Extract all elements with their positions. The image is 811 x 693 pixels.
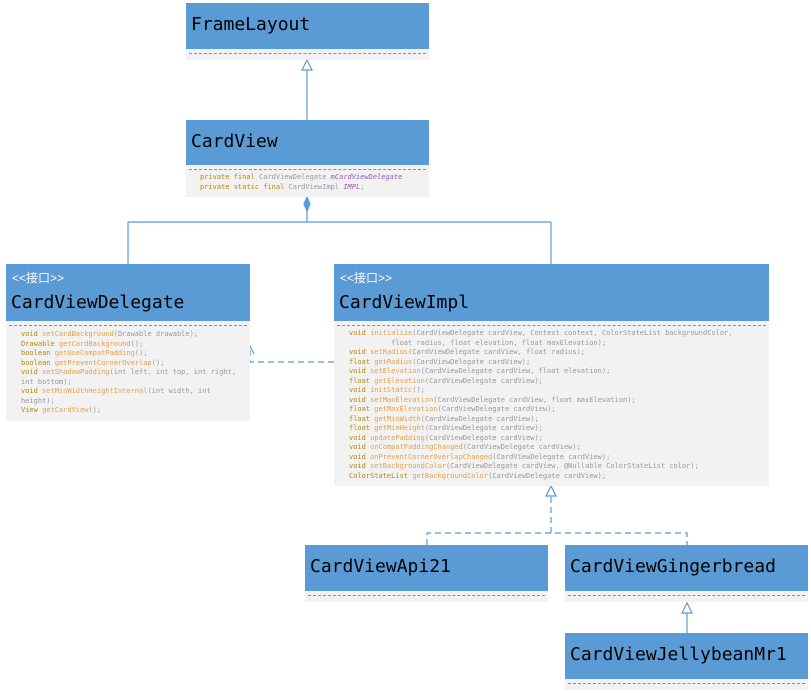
class-name: CardViewGingerbread (570, 556, 776, 577)
method-list: void setCardBackground(Drawable drawable… (21, 330, 246, 416)
method-row: void initStatic(); (349, 386, 425, 394)
class-name: CardViewDelegate (11, 292, 185, 313)
method-row: void setMinWidthHeightInternal(int width… (21, 387, 211, 395)
method-row: boolean getPreventCornerOverlap(); (21, 358, 165, 367)
inheritance-arrowhead-icon-2 (681, 601, 693, 614)
edge-api21-realizes-impl (426, 532, 688, 545)
method-row: void onPreventCornerOverlapChanged(CardV… (349, 452, 611, 461)
edge-impl-depends-delegate (249, 346, 334, 363)
method-row: void setBackgroundColor(CardViewDelegate… (349, 462, 699, 470)
method-row: void setCardBackground(Drawable drawable… (21, 330, 199, 338)
class-name: CardView (191, 131, 278, 152)
class-cardviewgingerbread[interactable]: CardViewGingerbread (565, 545, 808, 602)
method-row: boolean getUseCompatPadding(); (21, 349, 148, 357)
method-row: View getCardView(); (21, 406, 102, 414)
class-name: FrameLayout (191, 14, 311, 35)
inheritance-arrowhead-icon (301, 58, 313, 71)
stereotype-label: <<接口>> (12, 271, 65, 285)
field-list: private final CardViewDelegate mCardView… (200, 173, 425, 192)
method-row: void initialize(CardViewDelegate cardVie… (349, 329, 733, 337)
method-row: void setRadius(CardViewDelegate cardView… (349, 348, 586, 356)
method-list: void initialize(CardViewDelegate cardVie… (349, 329, 765, 481)
field-row: private final CardViewDelegate mCardView… (200, 173, 403, 181)
realization-arrowhead-icon (545, 484, 557, 497)
field-row: private static final CardViewImpl IMPL; (200, 182, 365, 191)
class-cardviewapi21[interactable]: CardViewApi21 (305, 545, 548, 602)
method-row: void onCompatPaddingChanged(CardViewDele… (349, 443, 581, 451)
method-row: float getMaxElevation(CardViewDelegate c… (349, 405, 556, 413)
method-row: float getRadius(CardViewDelegate cardVie… (349, 357, 531, 366)
method-row: float getElevation(CardViewDelegate card… (349, 376, 543, 385)
stereotype-label: <<接口>> (340, 271, 393, 285)
method-row: ColorStateList getBackgroundColor(CardVi… (349, 471, 607, 480)
method-row: void setShadowPadding(int left, int top,… (21, 368, 236, 376)
class-name: CardViewApi21 (310, 556, 451, 577)
class-name: CardViewImpl (339, 292, 470, 313)
method-row: void setElevation(CardViewDelegate cardV… (349, 367, 611, 375)
interface-cardviewimpl[interactable]: <<接口>> CardViewImpl void initialize(Card… (334, 264, 769, 486)
method-row: float getMinHeight(CardViewDelegate card… (349, 424, 543, 432)
class-cardview[interactable]: CardView private final CardViewDelegate … (186, 120, 429, 197)
method-row: void updatePadding(CardViewDelegate card… (349, 433, 543, 442)
method-row: height); (21, 396, 55, 405)
class-framelayout[interactable]: FrameLayout (186, 3, 429, 60)
class-cardviewjellybeanmr1[interactable]: CardViewJellybeanMr1 (565, 633, 808, 690)
interface-cardviewdelegate[interactable]: <<接口>> CardViewDelegate void setCardBack… (6, 264, 250, 421)
method-row: float getMinWidth(CardViewDelegate cardV… (349, 414, 539, 423)
method-row: int bottom); (21, 377, 72, 386)
method-row: Drawable getCardBackground(); (21, 339, 144, 348)
method-row: void setMaxElevation(CardViewDelegate ca… (349, 395, 636, 404)
composition-diamond-icon (303, 195, 311, 213)
class-name: CardViewJellybeanMr1 (570, 644, 787, 665)
method-row: float radius, float elevation, float max… (349, 338, 607, 347)
